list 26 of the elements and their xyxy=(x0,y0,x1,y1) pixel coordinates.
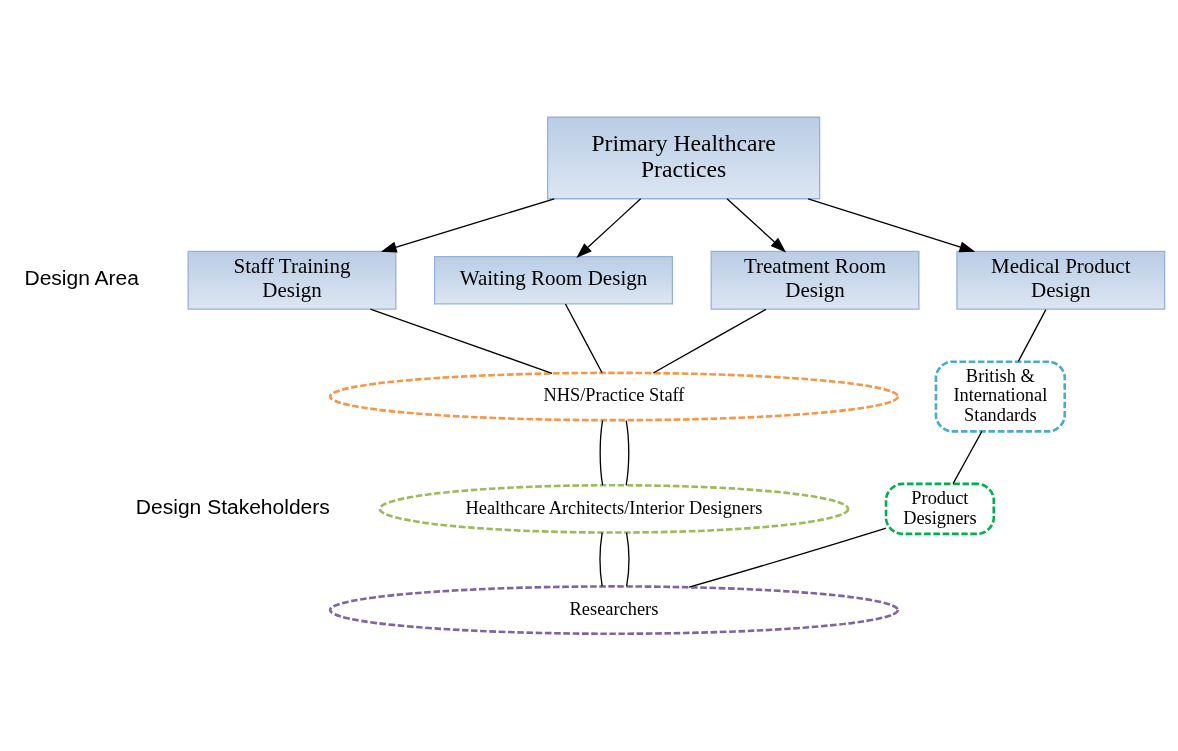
arrow xyxy=(380,198,555,253)
node-ellipse: NHS/Practice Staff xyxy=(328,371,900,422)
node-box: Primary Healthcare Practices xyxy=(546,116,821,200)
connector xyxy=(369,308,553,374)
label: Design Area xyxy=(24,266,139,290)
arrow xyxy=(576,198,642,258)
node-box: Staff Training Design xyxy=(187,250,397,310)
arrow xyxy=(726,198,787,253)
node-box: British & International Standards xyxy=(934,360,1067,433)
node-ellipse: Researchers xyxy=(328,585,900,636)
node-box: Treatment Room Design xyxy=(710,250,920,310)
arrow xyxy=(807,198,976,253)
node-ellipse: Healthcare Architects/Interior Designers xyxy=(378,483,850,534)
node-box: Medical Product Design xyxy=(956,250,1166,310)
connector xyxy=(625,419,630,486)
connector xyxy=(952,430,983,485)
connector xyxy=(599,419,604,486)
node-box: Waiting Room Design xyxy=(433,255,674,305)
connector xyxy=(625,531,630,587)
connector xyxy=(599,531,603,587)
connector xyxy=(652,308,767,374)
node-box: Product Designers xyxy=(884,482,996,536)
connector xyxy=(564,303,603,374)
connector xyxy=(1017,308,1047,362)
connector xyxy=(688,527,887,588)
label: Design Stakeholders xyxy=(135,494,330,518)
